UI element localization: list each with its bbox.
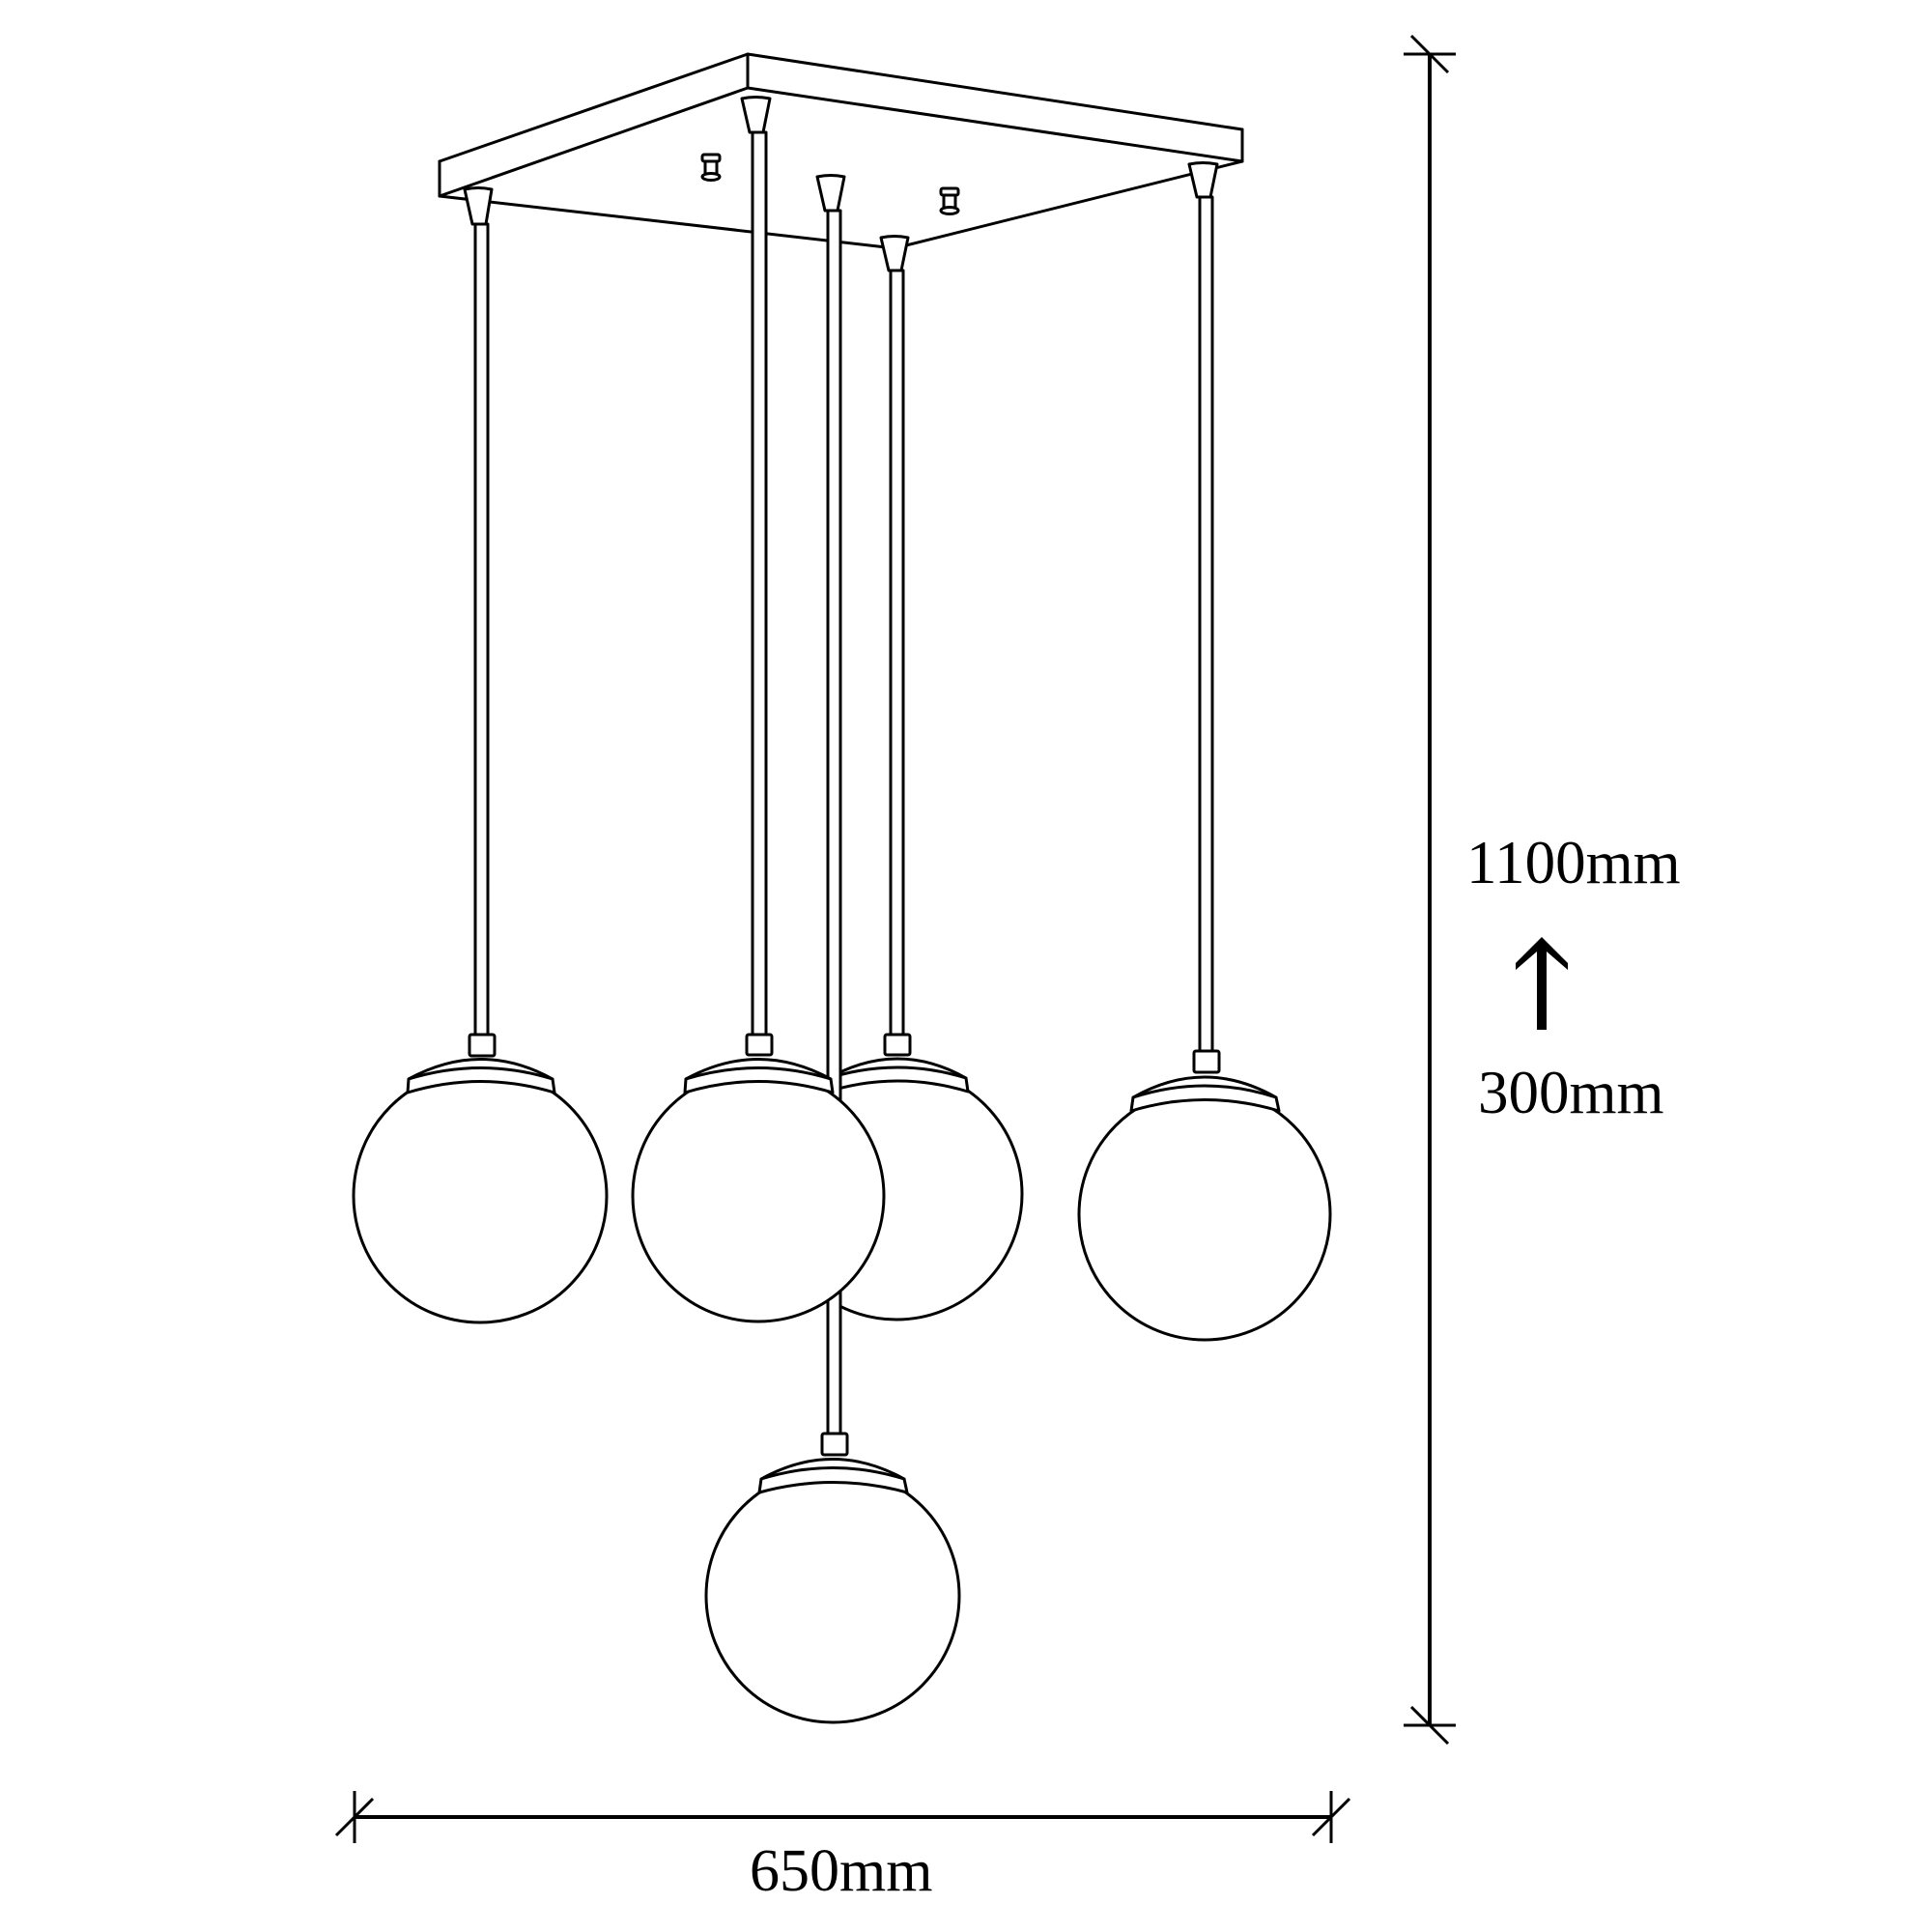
mounting-screw-icon: [939, 186, 960, 215]
pendant-1: [352, 186, 609, 1324]
up-arrow-icon: [1516, 937, 1568, 1030]
height-dimension-line: [1404, 34, 1456, 1746]
pendant-3: [704, 174, 961, 1724]
ceiling-canopy: [438, 52, 1244, 250]
width-label: 650mm: [750, 1838, 933, 1904]
pendant-5: [1077, 161, 1332, 1342]
width-dimension-line: [334, 1791, 1351, 1843]
height-max-label: 1100mm: [1466, 829, 1681, 896]
mounting-screw-icon: [700, 153, 722, 182]
height-min-label: 300mm: [1478, 1059, 1664, 1126]
pendant-2: [631, 96, 886, 1323]
